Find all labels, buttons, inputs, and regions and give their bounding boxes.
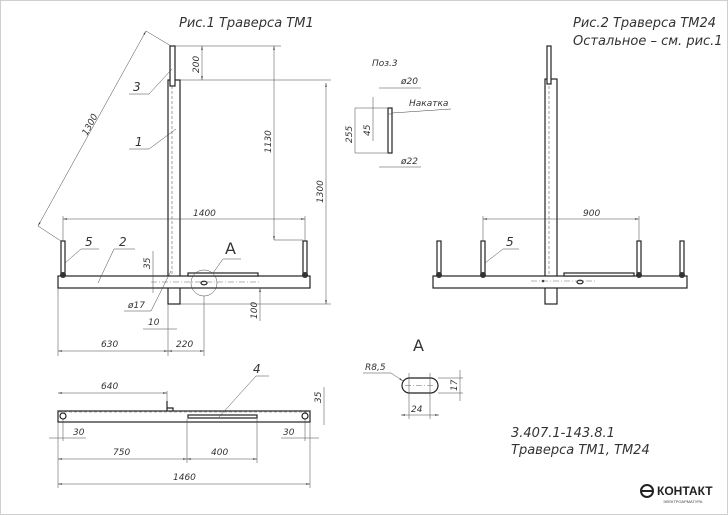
callout-4: 4 bbox=[253, 362, 261, 376]
figure-1-tm1: Рис.1 Траверса ТМ1 1300 200 1130 1300 14… bbox=[37, 16, 331, 356]
view-a-height: 17 bbox=[450, 379, 460, 391]
dim-width: 1400 bbox=[193, 209, 216, 219]
view-a-title: A bbox=[413, 336, 424, 355]
figure-1-title: Рис.1 Траверса ТМ1 bbox=[179, 16, 314, 31]
view-a-width: 24 bbox=[411, 405, 423, 415]
pos3-title: Поз.3 bbox=[372, 59, 398, 69]
callout-5: 5 bbox=[85, 235, 93, 249]
callout-2: 2 bbox=[119, 235, 127, 249]
callout-1: 1 bbox=[135, 135, 143, 149]
pos3-length: 255 bbox=[345, 126, 355, 143]
dim-right: 220 bbox=[176, 340, 193, 350]
dim-diag: 1300 bbox=[81, 112, 101, 137]
dim-750: 750 bbox=[113, 448, 130, 458]
dim-1460: 1460 bbox=[173, 473, 196, 483]
logo-name: КОНТАКТ bbox=[657, 484, 713, 498]
dim-hole: ø17 bbox=[127, 301, 145, 311]
dim-400: 400 bbox=[211, 448, 228, 458]
pos3-d-top: ø20 bbox=[400, 77, 418, 87]
dim-1130: 1130 bbox=[264, 130, 274, 153]
figure-2-title: Рис.2 Траверса ТМ24 bbox=[573, 16, 716, 31]
dim-base: 100 bbox=[250, 302, 260, 319]
pos3-d-bottom: ø22 bbox=[400, 157, 418, 167]
view-a-label: A bbox=[225, 239, 236, 258]
figure-2-subtitle: Остальное – см. рис.1 bbox=[573, 34, 723, 49]
plan-view: 640 4 35 30 30 750 400 1460 bbox=[49, 362, 325, 488]
view-a-detail: A R8,5 24 17 bbox=[363, 336, 463, 419]
dim-top: 200 bbox=[192, 56, 202, 73]
pos3-knurl: Накатка bbox=[409, 99, 448, 109]
dim-left: 630 bbox=[101, 340, 118, 350]
pin-right bbox=[302, 240, 308, 277]
pin-top bbox=[169, 45, 176, 87]
dim-edge-left: 30 bbox=[73, 428, 85, 438]
dim-thick: 35 bbox=[143, 257, 153, 269]
callout-3: 3 bbox=[133, 80, 141, 94]
pin-left bbox=[60, 240, 66, 277]
drawing-code: 3.407.1-143.8.1 bbox=[511, 426, 615, 441]
dim-offset: 10 bbox=[148, 318, 160, 328]
plate bbox=[187, 272, 259, 277]
position-3-detail: Поз.3 ø20 ø22 Накатка 255 45 bbox=[345, 59, 452, 168]
dim-edge-right: 30 bbox=[283, 428, 295, 438]
dim-640: 640 bbox=[101, 382, 118, 392]
dim-plan-thick: 35 bbox=[314, 391, 324, 403]
dim-900: 900 bbox=[583, 209, 600, 219]
pos3-knurl-len: 45 bbox=[363, 124, 373, 136]
post bbox=[167, 79, 181, 305]
dim-height: 1300 bbox=[316, 180, 326, 203]
figure-2-tm24: Рис.2 Траверса ТМ24 Остальное – см. рис.… bbox=[432, 16, 723, 305]
kontakt-logo: КОНТАКТ ЭЛЕКТРОАРМАТУРА bbox=[640, 484, 713, 504]
view-a-radius: R8,5 bbox=[365, 363, 386, 373]
drawing-name: Траверса ТМ1, ТМ24 bbox=[511, 443, 650, 458]
callout-5-fig2: 5 bbox=[506, 235, 514, 249]
logo-sub: ЭЛЕКТРОАРМАТУРА bbox=[663, 499, 703, 504]
